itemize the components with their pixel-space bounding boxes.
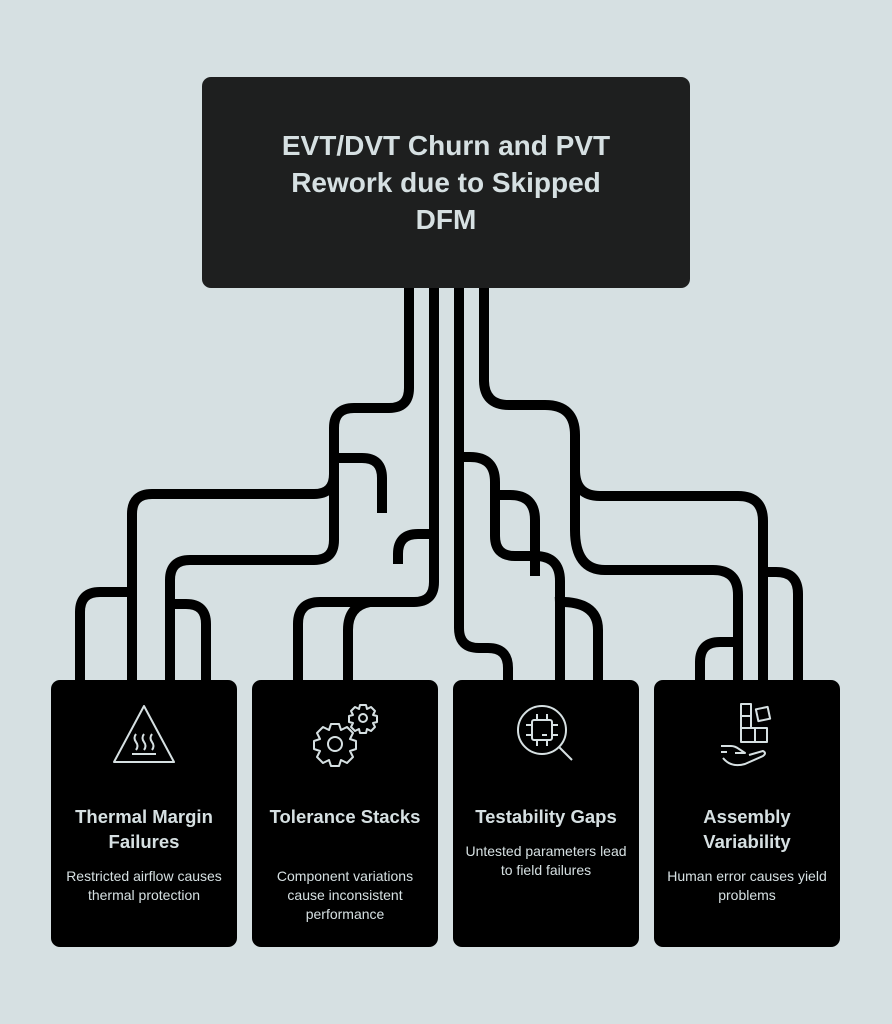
root-problem-box: EVT/DVT Churn and PVT Rework due to Skip… — [202, 77, 690, 288]
wire-c — [454, 288, 513, 680]
wire-b-hook — [393, 529, 434, 564]
card-title: Testability Gaps — [475, 806, 617, 827]
root-title: EVT/DVT Churn and PVT Rework due to Skip… — [281, 130, 611, 235]
chip-magnifier-icon — [517, 705, 573, 761]
heat-warning-icon — [113, 705, 175, 763]
card-description: Untested parameters lead to field failur… — [465, 843, 627, 878]
card-title: Tolerance Stacks — [269, 806, 421, 827]
wire-c-branch — [554, 596, 603, 680]
card-assembly-variability: Assembly Variability Human error causes … — [654, 680, 840, 947]
card-description: Restricted airflow causes thermal protec… — [66, 868, 222, 903]
card-testability-gaps: Testability Gaps Untested parameters lea… — [453, 680, 639, 947]
card-tolerance-stacks: Tolerance Stacks Component variations ca… — [252, 680, 438, 947]
wire-c-hook — [459, 452, 565, 680]
wire-thermal-left-arch — [75, 587, 132, 680]
card-description: Component variations cause inconsistent … — [276, 868, 414, 922]
hand-blocks-icon — [721, 703, 772, 767]
wire-a-branch — [165, 474, 339, 680]
wire-d-branch — [570, 470, 743, 680]
card-title: Assembly Variability — [703, 806, 791, 852]
wire-assembly-left-arch — [695, 637, 738, 680]
card-description: Human error causes yield problems — [667, 868, 827, 903]
card-title: Thermal Margin Failures — [75, 806, 213, 852]
card-thermal-margin-failures: Thermal Margin Failures Restricted airfl… — [51, 680, 237, 947]
wire-a — [127, 288, 414, 680]
wire-d — [479, 288, 768, 680]
wire-assembly-right-arch — [763, 567, 803, 680]
wire-b-branch — [343, 597, 372, 680]
gears-icon — [313, 704, 378, 767]
wire-thermal-right-arch — [170, 599, 211, 680]
wire-a-hook — [334, 453, 387, 513]
wire-c-hook2 — [495, 490, 540, 576]
